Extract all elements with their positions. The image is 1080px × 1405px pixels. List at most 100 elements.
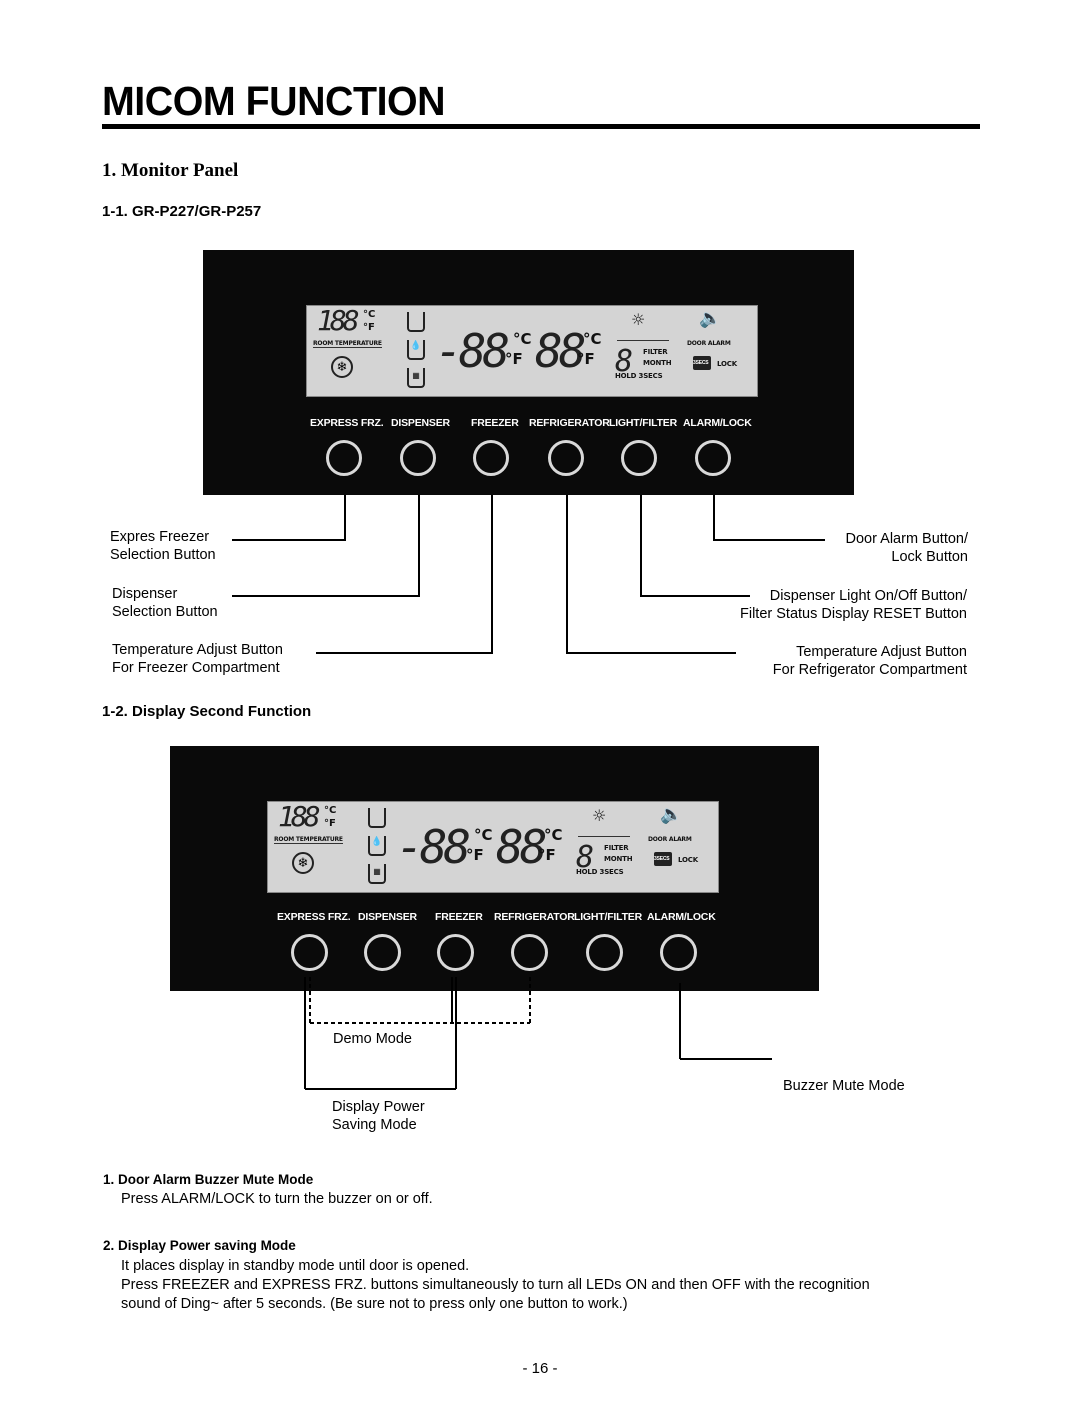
crushed-ice-icon-2 xyxy=(368,808,386,828)
refrigerator-button-2[interactable] xyxy=(511,934,548,971)
leader-express-h xyxy=(232,539,346,541)
room-temperature-label: ROOM TEMPERATURE xyxy=(313,340,382,348)
fridge-temp-digits: 88 xyxy=(535,324,586,378)
water-icon: 💧 xyxy=(407,340,425,360)
dispenser-button[interactable] xyxy=(400,440,436,476)
dispenser-button-2[interactable] xyxy=(364,934,401,971)
freezer-temp-digits-2: -88 xyxy=(396,820,471,874)
btn2-label-alarm-lock: ALARM/LOCK xyxy=(647,911,716,923)
power-saving-label: Display Power Saving Mode xyxy=(332,1099,425,1133)
filter-label: FILTER xyxy=(643,348,668,356)
leader-dispenser-v xyxy=(418,495,420,596)
leader-freezer-v xyxy=(491,495,493,653)
light-bulb-icon: ☼ xyxy=(631,310,646,329)
cubed-ice-icon-2: ▦ xyxy=(368,864,386,884)
callout-dispenser: Dispenser Selection Button xyxy=(112,586,218,620)
btn2-label-light-filter: LIGHT/FILTER xyxy=(574,911,642,923)
lock-secs-label: 3SECS xyxy=(693,360,709,366)
freezer-temp-digits: -88 xyxy=(435,324,510,378)
room-unit-c: °C xyxy=(363,309,376,320)
btn-label-dispenser: DISPENSER xyxy=(391,417,450,429)
freezer-unit-f: °F xyxy=(505,350,523,368)
express-frz-button-2[interactable] xyxy=(291,934,328,971)
leader-freezer-h xyxy=(316,652,493,654)
filter-label-2: FILTER xyxy=(604,844,629,852)
express-frz-button[interactable] xyxy=(326,440,362,476)
buzzer-mute-label: Buzzer Mute Mode xyxy=(783,1078,905,1094)
section-title: 1. Monitor Panel xyxy=(102,160,239,181)
filter-divider xyxy=(617,340,669,341)
lock-secs-label-2: 3SECS xyxy=(654,856,670,862)
btn-label-express: EXPRESS FRZ. xyxy=(310,417,384,429)
speaker-icon-2: 🔈 xyxy=(660,804,683,825)
crushed-ice-icon xyxy=(407,312,425,332)
leader-fridge-v xyxy=(566,495,568,653)
leader-light-h xyxy=(640,595,750,597)
fridge-unit-c-2: °C xyxy=(544,826,563,844)
lock-label-2: LOCK xyxy=(678,856,698,864)
note-2-title: 2. Display Power saving Mode xyxy=(103,1238,296,1253)
demo-mode-label: Demo Mode xyxy=(333,1031,412,1047)
hold-label-2: HOLD 3SECS xyxy=(576,868,624,876)
note-1-text: Press ALARM/LOCK to turn the buzzer on o… xyxy=(121,1191,433,1207)
month-label: MONTH xyxy=(643,359,672,367)
lock-icon-2 xyxy=(654,852,672,866)
callout-express: Expres Freezer Selection Button xyxy=(110,529,216,563)
filter-divider-2 xyxy=(578,836,630,837)
water-icon-2: 💧 xyxy=(368,836,386,856)
alarm-lock-button-2[interactable] xyxy=(660,934,697,971)
room-temperature-label-2: ROOM TEMPERATURE xyxy=(274,836,343,844)
callout-fridge: Temperature Adjust Button For Refrigerat… xyxy=(772,644,967,678)
light-filter-button-2[interactable] xyxy=(586,934,623,971)
btn-label-alarm-lock: ALARM/LOCK xyxy=(683,417,752,429)
light-filter-button[interactable] xyxy=(621,440,657,476)
freezer-unit-c: °C xyxy=(513,330,532,348)
note-2-text-1: It places display in standby mode until … xyxy=(121,1258,470,1274)
leader-express-v xyxy=(344,495,346,540)
room-unit-c-2: °C xyxy=(324,805,337,816)
callout-light: Dispenser Light On/Off Button/ Filter St… xyxy=(740,588,967,622)
express-freeze-icon: ❄ xyxy=(331,356,353,378)
express-freeze-icon-2: ❄ xyxy=(292,852,314,874)
leader-fridge-h xyxy=(566,652,736,654)
freezer-button-2[interactable] xyxy=(437,934,474,971)
btn-label-light-filter: LIGHT/FILTER xyxy=(609,417,677,429)
leader-light-v xyxy=(640,495,642,596)
monitor-panel: 188 °C °F ROOM TEMPERATURE ❄ 💧 ▦ -88 °C … xyxy=(203,250,854,495)
btn2-label-refrigerator: REFRIGERATOR xyxy=(494,911,575,923)
light-bulb-icon-2: ☼ xyxy=(592,806,607,825)
alarm-lock-button[interactable] xyxy=(695,440,731,476)
lock-icon xyxy=(693,356,711,370)
note-2-text-2: Press FREEZER and EXPRESS FRZ. buttons s… xyxy=(121,1277,870,1293)
title-rule xyxy=(102,124,980,129)
room-unit-f-2: °F xyxy=(324,818,336,829)
door-alarm-label-2: DOOR ALARM xyxy=(648,836,692,843)
room-unit-f: °F xyxy=(363,322,375,333)
room-temp-digits-2: 188 xyxy=(278,800,321,833)
leader-alarm-h xyxy=(713,539,825,541)
filter-month-digit: 8 xyxy=(615,344,633,379)
fridge-unit-f: °F xyxy=(577,350,595,368)
speaker-icon: 🔈 xyxy=(699,308,722,329)
monitor-panel-2: 188 °C °F ROOM TEMPERATURE ❄ 💧 ▦ -88 °C … xyxy=(170,746,819,991)
second-function-leaders xyxy=(304,977,772,1090)
fridge-temp-digits-2: 88 xyxy=(496,820,547,874)
subsection-title-1: 1-1. GR-P227/GR-P257 xyxy=(102,203,262,220)
filter-month-digit-2: 8 xyxy=(576,840,594,875)
btn2-label-express: EXPRESS FRZ. xyxy=(277,911,351,923)
subsection-title-2: 1-2. Display Second Function xyxy=(102,703,312,720)
page-title: MICOM FUNCTION xyxy=(102,78,446,124)
freezer-unit-f-2: °F xyxy=(466,846,484,864)
btn-label-freezer: FREEZER xyxy=(471,417,519,429)
callout-alarm: Door Alarm Button/ Lock Button xyxy=(845,531,969,565)
leader-dispenser-h xyxy=(232,595,420,597)
page-number: - 16 - xyxy=(522,1360,558,1377)
hold-label: HOLD 3SECS xyxy=(615,372,663,380)
freezer-button[interactable] xyxy=(473,440,509,476)
refrigerator-button[interactable] xyxy=(548,440,584,476)
cubed-ice-icon: ▦ xyxy=(407,368,425,388)
freezer-unit-c-2: °C xyxy=(474,826,493,844)
lock-label: LOCK xyxy=(717,360,737,368)
note-2-text-3: sound of Ding~ after 5 seconds. (Be sure… xyxy=(121,1296,628,1312)
btn2-label-dispenser: DISPENSER xyxy=(358,911,417,923)
